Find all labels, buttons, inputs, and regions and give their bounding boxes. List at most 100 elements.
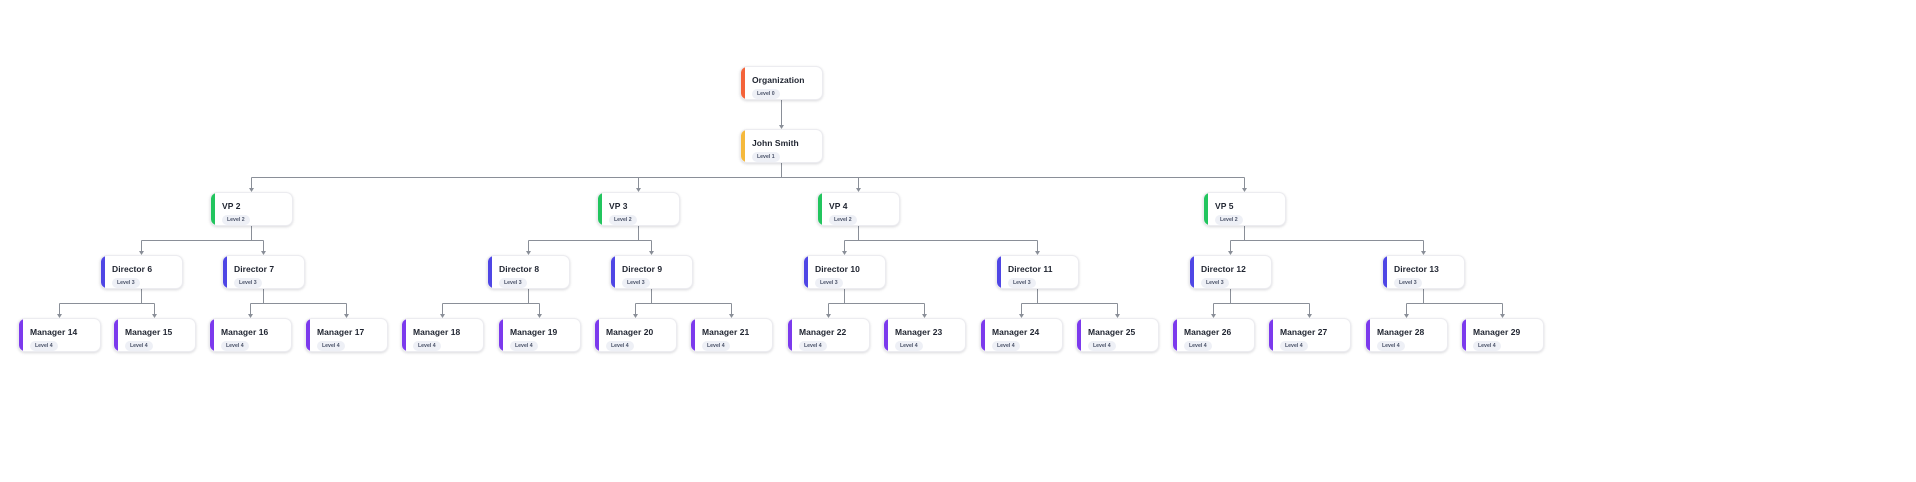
node-accent-bar	[598, 193, 602, 225]
node-level-badge: Level 3	[1394, 278, 1422, 288]
node-accent-bar	[997, 256, 1001, 288]
org-node-n22[interactable]: Manager 22 Level 4	[787, 318, 870, 352]
node-title: Manager 22	[799, 327, 847, 337]
org-node-n11[interactable]: Director 11 Level 3	[996, 255, 1079, 289]
node-accent-bar	[114, 319, 118, 351]
node-title: VP 3	[609, 201, 628, 211]
node-accent-bar	[1383, 256, 1387, 288]
node-title: Manager 15	[125, 327, 173, 337]
node-title: Director 13	[1394, 264, 1439, 274]
node-level-badge: Level 4	[1184, 341, 1212, 351]
node-accent-bar	[1269, 319, 1273, 351]
node-accent-bar	[210, 319, 214, 351]
org-node-n8[interactable]: Director 8 Level 3	[487, 255, 570, 289]
node-accent-bar	[691, 319, 695, 351]
org-node-n28[interactable]: Manager 28 Level 4	[1365, 318, 1448, 352]
node-accent-bar	[981, 319, 985, 351]
node-level-badge: Level 3	[234, 278, 262, 288]
org-node-n12[interactable]: Director 12 Level 3	[1189, 255, 1272, 289]
node-accent-bar	[818, 193, 822, 225]
node-title: VP 2	[222, 201, 241, 211]
node-title: Manager 16	[221, 327, 269, 337]
node-accent-bar	[741, 130, 745, 162]
org-node-n9[interactable]: Director 9 Level 3	[610, 255, 693, 289]
org-node-n15[interactable]: Manager 15 Level 4	[113, 318, 196, 352]
node-accent-bar	[211, 193, 215, 225]
node-accent-bar	[101, 256, 105, 288]
node-title: Manager 14	[30, 327, 78, 337]
node-title: Director 8	[499, 264, 540, 274]
node-level-badge: Level 4	[702, 341, 730, 351]
node-level-badge: Level 4	[1377, 341, 1405, 351]
node-title: Manager 24	[992, 327, 1040, 337]
node-title: Manager 23	[895, 327, 943, 337]
org-node-n13[interactable]: Director 13 Level 3	[1382, 255, 1465, 289]
node-accent-bar	[1077, 319, 1081, 351]
org-node-n25[interactable]: Manager 25 Level 4	[1076, 318, 1159, 352]
node-accent-bar	[804, 256, 808, 288]
node-accent-bar	[1173, 319, 1177, 351]
node-accent-bar	[19, 319, 23, 351]
node-title: Director 9	[622, 264, 663, 274]
node-level-badge: Level 2	[609, 215, 637, 225]
node-level-badge: Level 3	[499, 278, 527, 288]
node-accent-bar	[402, 319, 406, 351]
node-title: Director 7	[234, 264, 275, 274]
node-level-badge: Level 2	[1215, 215, 1243, 225]
node-level-badge: Level 3	[1008, 278, 1036, 288]
node-level-badge: Level 4	[317, 341, 345, 351]
node-accent-bar	[488, 256, 492, 288]
node-level-badge: Level 1	[752, 152, 780, 162]
node-level-badge: Level 4	[125, 341, 153, 351]
node-accent-bar	[1366, 319, 1370, 351]
node-level-badge: Level 4	[992, 341, 1020, 351]
node-title: Manager 28	[1377, 327, 1425, 337]
org-node-n24[interactable]: Manager 24 Level 4	[980, 318, 1063, 352]
org-node-n7[interactable]: Director 7 Level 3	[222, 255, 305, 289]
node-title: Manager 29	[1473, 327, 1521, 337]
node-level-badge: Level 3	[622, 278, 650, 288]
node-title: Manager 19	[510, 327, 558, 337]
org-node-n17[interactable]: Manager 17 Level 4	[305, 318, 388, 352]
node-level-badge: Level 4	[799, 341, 827, 351]
node-accent-bar	[741, 67, 745, 99]
node-level-badge: Level 4	[413, 341, 441, 351]
node-accent-bar	[595, 319, 599, 351]
node-title: Manager 20	[606, 327, 654, 337]
node-level-badge: Level 2	[829, 215, 857, 225]
node-title: Manager 25	[1088, 327, 1136, 337]
org-node-n3[interactable]: VP 3 Level 2	[597, 192, 680, 226]
node-accent-bar	[499, 319, 503, 351]
node-title: Director 11	[1008, 264, 1053, 274]
node-title: Director 6	[112, 264, 153, 274]
node-level-badge: Level 3	[815, 278, 843, 288]
node-title: Manager 17	[317, 327, 365, 337]
node-level-badge: Level 3	[1201, 278, 1229, 288]
node-level-badge: Level 4	[1280, 341, 1308, 351]
node-accent-bar	[1190, 256, 1194, 288]
node-level-badge: Level 0	[752, 89, 780, 99]
node-accent-bar	[1204, 193, 1208, 225]
node-title: Director 12	[1201, 264, 1246, 274]
node-accent-bar	[223, 256, 227, 288]
node-level-badge: Level 4	[1088, 341, 1116, 351]
